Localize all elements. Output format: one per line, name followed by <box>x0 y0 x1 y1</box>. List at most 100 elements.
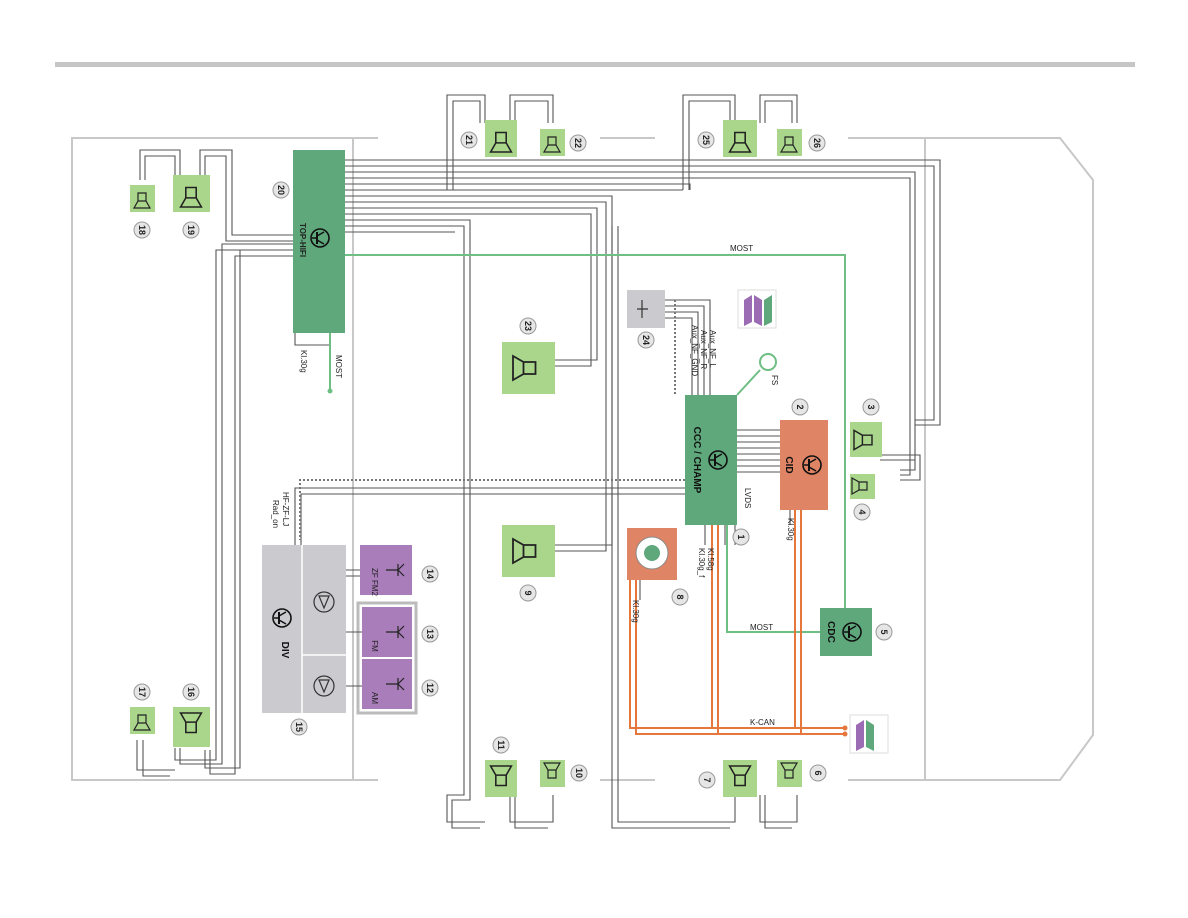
antenna-13-label: FM <box>370 640 379 652</box>
callout-10: 10 <box>570 764 588 782</box>
callout-number-22: 22 <box>573 138 583 148</box>
callout-26: 26 <box>808 134 826 152</box>
speaker-11[interactable] <box>485 760 517 797</box>
callout-13: 13 <box>421 625 439 643</box>
aux-gnd-label: Aux_NF_GND <box>690 325 699 376</box>
callout-number-9: 9 <box>523 590 533 595</box>
antenna-12-label: AM <box>370 692 379 704</box>
callout-21: 21 <box>460 131 478 149</box>
most-label-left: MOST <box>334 355 343 378</box>
callout-number-26: 26 <box>812 138 822 148</box>
module-top-hifi[interactable]: TOP-HIFI <box>293 150 345 333</box>
speaker-23[interactable] <box>502 342 555 394</box>
speaker-3[interactable] <box>850 422 882 457</box>
speaker-25[interactable] <box>723 120 757 157</box>
fs-coil <box>759 353 777 371</box>
bmw-service-logo-top <box>737 289 777 329</box>
speaker-22[interactable] <box>540 129 565 156</box>
callout-20: 20 <box>272 181 290 199</box>
top-hifi-kl30g-label: Kl.30g <box>299 350 308 373</box>
aux-connector[interactable] <box>627 290 665 328</box>
module-div[interactable]: DIV <box>262 545 346 713</box>
callout-number-16: 16 <box>186 687 196 697</box>
callout-18: 18 <box>133 221 151 239</box>
most-label-top: MOST <box>730 244 753 253</box>
ccc-kl58g-label: Kl.58g <box>706 548 715 571</box>
speaker-7[interactable] <box>723 760 757 797</box>
callout-number-4: 4 <box>857 509 867 514</box>
hf-zf-line <box>299 479 685 540</box>
header-rule <box>55 62 1135 67</box>
callout-number-3: 3 <box>866 404 876 409</box>
callout-number-25: 25 <box>701 135 711 145</box>
speaker-26[interactable] <box>777 129 802 156</box>
speaker-6[interactable] <box>777 760 802 787</box>
div-label: DIV <box>279 642 290 659</box>
callout-number-12: 12 <box>425 683 435 693</box>
callout-5: 5 <box>875 623 893 641</box>
callout-16: 16 <box>182 683 200 701</box>
callout-number-10: 10 <box>574 768 584 778</box>
kcan-label: K-CAN <box>750 718 775 727</box>
callout-number-21: 21 <box>464 135 474 145</box>
callout-23: 23 <box>519 317 537 335</box>
kcan-terminal-2 <box>842 731 848 737</box>
callout-number-17: 17 <box>137 687 147 697</box>
speaker-wiring <box>136 94 941 829</box>
callout-number-15: 15 <box>294 722 304 732</box>
speaker-19[interactable] <box>173 175 210 212</box>
speaker-4[interactable] <box>850 474 875 499</box>
most-label-bottom: MOST <box>750 623 773 632</box>
aux-l-label: Aux_NF_L <box>708 330 717 368</box>
ccc-kl30g-f-label: Kl.30g_f <box>697 548 706 578</box>
connector-icon <box>637 300 648 318</box>
callout-number-8: 8 <box>675 594 685 599</box>
callout-22: 22 <box>569 134 587 152</box>
amplifier-icon <box>313 591 335 697</box>
speaker-18[interactable] <box>130 185 155 212</box>
speaker-9[interactable] <box>502 525 555 577</box>
callout-25: 25 <box>697 131 715 149</box>
controller-kl30g-label: Kl.30g <box>631 600 640 623</box>
callout-19: 19 <box>182 221 200 239</box>
callout-number-2: 2 <box>795 404 805 409</box>
antenna-group[interactable]: ZF FM2 FM AM <box>346 545 418 715</box>
callout-number-5: 5 <box>879 629 889 634</box>
speaker-17[interactable] <box>130 707 155 734</box>
callout-number-14: 14 <box>425 569 435 579</box>
module-cdc[interactable]: CDC <box>820 608 872 656</box>
kcan-bus <box>629 510 845 735</box>
callout-15: 15 <box>290 718 308 736</box>
cid-kl30g-label: Kl.30g <box>786 518 795 541</box>
module-controller[interactable] <box>627 528 677 580</box>
speaker-16[interactable] <box>173 707 210 747</box>
callout-17: 17 <box>133 683 151 701</box>
hf-zf-label: HF-ZF-LJ <box>281 492 290 526</box>
callout-number-24: 24 <box>641 335 651 345</box>
callout-6: 6 <box>809 764 827 782</box>
kcan-terminal-1 <box>842 725 848 731</box>
callout-4: 4 <box>853 503 871 521</box>
top-hifi-label: TOP-HIFI <box>298 223 307 257</box>
speaker-21[interactable] <box>485 120 517 157</box>
aux-r-label: Aux_NF_R <box>699 330 708 369</box>
callout-number-23: 23 <box>523 321 533 331</box>
callout-14: 14 <box>421 565 439 583</box>
bmw-service-logo-bottom <box>849 714 889 754</box>
lvds-label: LVDS <box>743 488 752 508</box>
speakers <box>130 120 882 797</box>
speaker-10[interactable] <box>540 760 565 787</box>
module-ccc-champ[interactable]: CCC / CHAMP <box>685 395 737 525</box>
callout-2: 2 <box>791 398 809 416</box>
callout-1: 1 <box>732 528 750 546</box>
cdc-label: CDC <box>825 621 836 643</box>
callout-number-7: 7 <box>702 777 712 782</box>
callout-24: 24 <box>637 331 655 349</box>
callout-number-18: 18 <box>137 225 147 235</box>
antenna-icon <box>386 563 405 691</box>
module-cid[interactable]: CID <box>780 420 828 510</box>
callout-8: 8 <box>671 588 689 606</box>
most-bus <box>329 254 846 633</box>
callout-number-20: 20 <box>276 185 286 195</box>
